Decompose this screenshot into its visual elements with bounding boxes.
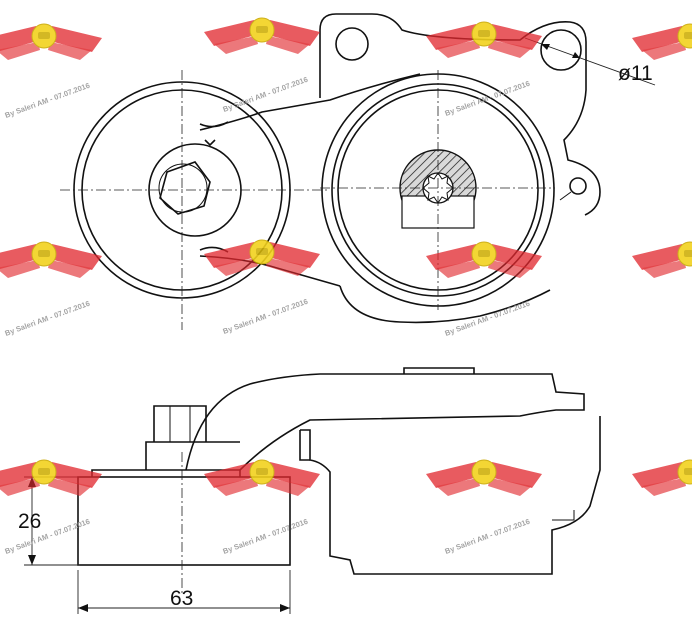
flange-hole-left	[335, 27, 369, 61]
width-dimension-label: 63	[170, 587, 193, 610]
watermark-text: By Saleri AM - 07.07.2016	[4, 81, 91, 120]
watermark-logo	[425, 459, 543, 497]
watermark-text: By Saleri AM - 07.07.2016	[222, 75, 309, 114]
watermark-logo	[631, 241, 692, 279]
mounting-flange	[319, 13, 601, 216]
pulley-side-body	[77, 476, 291, 566]
watermark-layer: By Saleri AM - 07.07.2016 By Saleri AM -…	[0, 17, 692, 556]
watermark-text: By Saleri AM - 07.07.2016	[4, 299, 91, 338]
watermark-text: By Saleri AM - 07.07.2016	[222, 517, 309, 556]
flange-hole-right	[540, 29, 582, 71]
watermark-logo	[631, 459, 692, 497]
arm-side	[185, 373, 585, 471]
bolt-side	[153, 405, 207, 442]
watermark-logo	[425, 241, 543, 279]
watermark-logo	[203, 17, 321, 55]
watermark-logo	[203, 459, 321, 497]
hole-diameter-label: ø11	[618, 62, 653, 85]
watermark-text: By Saleri AM - 07.07.2016	[444, 517, 531, 556]
locating-pin	[569, 177, 587, 195]
watermark-logo	[0, 23, 103, 61]
housing-side	[300, 416, 601, 575]
watermark-logo	[0, 459, 103, 497]
height-dimension-label: 26	[18, 510, 41, 533]
watermark-logo	[203, 239, 321, 277]
watermark-logo	[0, 241, 103, 279]
watermark-text: By Saleri AM - 07.07.2016	[222, 297, 309, 336]
watermark-logo	[425, 21, 543, 59]
hex-bolt-head	[159, 161, 211, 215]
top-view: ø11	[60, 13, 656, 330]
watermark-logo	[631, 23, 692, 61]
